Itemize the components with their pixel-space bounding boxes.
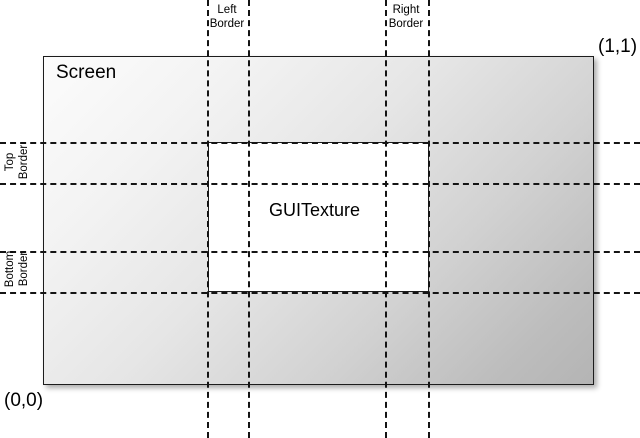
bottom-border-caption-line1: Bottom [4,250,16,288]
bottom-border-caption-line2: Border [18,251,30,287]
guitexture-rectangle [208,142,429,292]
top-border-caption-line1: Top [4,152,16,172]
left-border-caption-line1: Left [217,4,237,16]
coordinate-label-bottom-left: (0,0) [4,390,44,411]
guide-line-right-border-inner [385,0,387,438]
guide-line-left-border-outer [207,0,209,438]
right-border-caption-line2: Border [388,18,424,30]
guide-line-top-border-outer [0,142,640,144]
screen-label: Screen [56,62,117,83]
coordinate-label-top-right: (1,1) [598,36,638,57]
right-border-caption-line1: Right [392,4,420,16]
guide-line-bottom-border-outer [0,292,640,294]
top-border-caption-line2: Border [18,144,30,180]
guide-line-bottom-border-inner [0,251,640,253]
guide-line-left-border-inner [248,0,250,438]
top-border-caption: Top Border [3,130,31,194]
guitexture-label: GUITexture [269,200,361,220]
guide-line-top-border-inner [0,183,640,185]
left-border-caption: Left Border [197,3,257,31]
left-border-caption-line2: Border [209,18,245,30]
guide-line-right-border-outer [428,0,430,438]
right-border-caption: Right Border [376,3,436,31]
bottom-border-caption: Bottom Border [3,237,31,301]
